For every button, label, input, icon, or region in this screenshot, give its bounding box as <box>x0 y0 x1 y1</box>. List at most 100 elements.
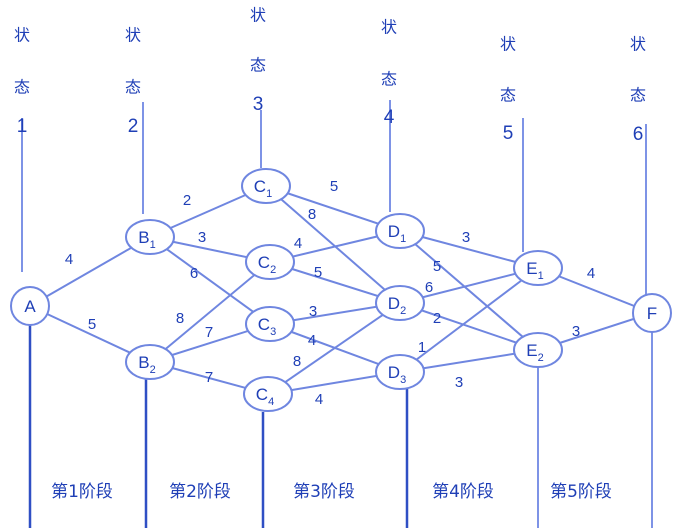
edge-c4-d2 <box>267 302 401 395</box>
node-c4-subscript: 4 <box>268 396 274 408</box>
state-1-char-zhuang: 状 <box>14 26 30 45</box>
node-b1-subscript: 1 <box>150 239 156 251</box>
edge-weight-c3-d3: 4 <box>308 332 316 349</box>
node-b1: B1 <box>125 219 175 255</box>
node-c1-ellipse <box>241 168 291 204</box>
state-1-number: 1 <box>17 116 28 137</box>
state-4-char-tai: 态 <box>381 70 397 89</box>
node-d2-ellipse <box>375 285 425 321</box>
state-1-char-tai: 态 <box>14 78 30 97</box>
node-e2-subscript: 2 <box>538 352 544 364</box>
state-2-char-tai: 态 <box>125 78 141 97</box>
node-d3-subscript: 3 <box>400 374 406 386</box>
edge-weight-b2-c3: 7 <box>205 324 213 341</box>
stage-label-4: 第4阶段 <box>432 482 494 502</box>
edge-weight-d2-e2: 2 <box>433 310 441 327</box>
node-d3: D3 <box>375 354 425 390</box>
edge-weight-c2-d2: 5 <box>314 264 322 281</box>
state-5-char-tai: 态 <box>500 86 516 105</box>
state-2-char-zhuang: 状 <box>125 26 141 45</box>
state-4-number: 4 <box>384 107 395 128</box>
edge-weight-d1-e1: 3 <box>462 229 470 246</box>
edge-d3-e1 <box>399 267 539 373</box>
edge-weight-c3-d2: 3 <box>309 303 317 320</box>
state-labels-layer: 状态 1 状态 2 状态 3 状态 4 状态 5 状态 6 <box>14 6 646 146</box>
node-c3-ellipse <box>245 306 295 342</box>
edge-weight-a-b2: 5 <box>88 316 96 333</box>
stage-labels-layer: 第1阶段第2阶段第3阶段第4阶段第5阶段 <box>51 482 612 502</box>
state-5-char-zhuang: 状 <box>500 35 516 54</box>
edge-weight-b2-c4: 7 <box>205 369 213 386</box>
node-c3: C3 <box>245 306 295 342</box>
node-a-ellipse <box>10 286 50 326</box>
edge-weight-e2-f: 3 <box>572 323 580 340</box>
stage-label-5: 第5阶段 <box>550 482 612 502</box>
edge-b1-c3 <box>149 236 271 325</box>
node-c3-subscript: 3 <box>270 326 276 338</box>
stage-label-2: 第2阶段 <box>169 482 231 502</box>
edge-weight-c4-d3: 4 <box>315 391 323 408</box>
edge-weight-c1-d1: 5 <box>330 178 338 195</box>
state-2-label: 状态 2 <box>125 26 141 138</box>
node-d2-subscript: 2 <box>400 305 406 317</box>
state-6-char-zhuang: 状 <box>630 35 646 54</box>
node-c1: C1 <box>241 168 291 204</box>
state-6-label: 状态 6 <box>630 35 646 146</box>
node-c2: C2 <box>245 244 295 280</box>
state-6-number: 6 <box>633 124 644 145</box>
state-1-label: 状态 1 <box>14 26 30 138</box>
node-a: A <box>10 286 50 326</box>
edge-weight-e1-f: 4 <box>587 265 595 282</box>
edge-weight-d3-e2: 3 <box>455 374 463 391</box>
edge-weight-c4-d2: 8 <box>293 353 301 370</box>
edge-weight-d2-e1: 6 <box>425 279 433 296</box>
edge-weight-d1-e2: 5 <box>433 258 441 275</box>
state-3-number: 3 <box>253 94 264 115</box>
node-d1-ellipse <box>375 213 425 249</box>
state-5-label: 状态 5 <box>500 35 516 145</box>
node-d3-ellipse <box>375 354 425 390</box>
edge-a-b1 <box>29 236 151 307</box>
edge-weight-b1-c1: 2 <box>183 192 191 209</box>
node-b2-subscript: 2 <box>150 364 156 376</box>
node-d2: D2 <box>375 285 425 321</box>
node-f-ellipse <box>632 293 672 333</box>
state-4-char-zhuang: 状 <box>381 18 397 37</box>
node-f: F <box>632 293 672 333</box>
state-5-number: 5 <box>503 123 514 144</box>
node-e1: E1 <box>513 250 563 286</box>
edge-c1-d2 <box>265 185 401 304</box>
edge-b2-c2 <box>149 261 271 363</box>
node-b1-ellipse <box>125 219 175 255</box>
node-f-label: F <box>647 304 657 323</box>
edge-weight-b1-c2: 3 <box>198 229 206 246</box>
node-a-label: A <box>24 297 36 316</box>
state-2-number: 2 <box>128 116 139 137</box>
edges-layer <box>29 185 653 395</box>
edge-weight-d3-e1: 1 <box>418 339 426 356</box>
state-6-char-tai: 态 <box>630 86 646 105</box>
node-e1-subscript: 1 <box>538 270 544 282</box>
node-b2-ellipse <box>125 344 175 380</box>
edge-weight-a-b1: 4 <box>65 251 73 268</box>
state-3-label: 状态 3 <box>250 6 266 116</box>
edge-weight-b1-c3: 6 <box>190 265 198 282</box>
node-c1-subscript: 1 <box>266 188 272 200</box>
node-e1-ellipse <box>513 250 563 286</box>
edge-weight-b2-c2: 8 <box>176 310 184 327</box>
node-d1: D1 <box>375 213 425 249</box>
node-c4-ellipse <box>243 376 293 412</box>
state-3-char-tai: 态 <box>250 56 266 75</box>
edge-weight-c1-d2: 8 <box>308 206 316 223</box>
node-e2-ellipse <box>513 332 563 368</box>
node-c2-ellipse <box>245 244 295 280</box>
node-d1-subscript: 1 <box>400 233 406 245</box>
dividers-layer <box>21 100 653 528</box>
state-3-char-zhuang: 状 <box>250 6 266 25</box>
edge-d2-e2 <box>399 302 539 351</box>
stage-label-3: 第3阶段 <box>293 482 355 502</box>
edge-d1-e2 <box>399 230 539 351</box>
